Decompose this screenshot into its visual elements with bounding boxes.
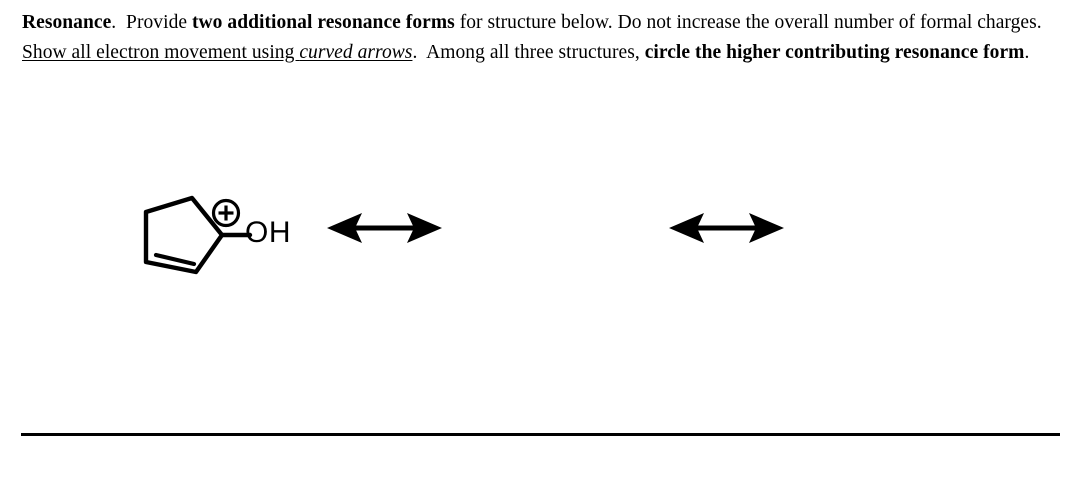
- ring-skeleton: [143, 195, 225, 275]
- prompt-text-3: . Among all three structures,: [412, 42, 645, 63]
- question-prompt: Resonance. Provide two additional resona…: [22, 8, 1058, 68]
- prompt-instruction-underlined: Show all electron movement using: [22, 42, 300, 63]
- arrowhead-left: [327, 213, 362, 243]
- resonance-arrow-1: [327, 213, 442, 243]
- positive-charge-icon: [211, 198, 241, 228]
- hydroxyl-label: OH: [245, 216, 291, 249]
- arrowhead-left: [669, 213, 704, 243]
- arrowhead-right: [407, 213, 442, 243]
- cyclopentene-ring: [143, 195, 225, 275]
- prompt-circle-instruction: circle the higher contributing resonance…: [644, 42, 1025, 63]
- resonance-arrow-2: [669, 213, 784, 243]
- double-bond-inner-line: [153, 252, 197, 267]
- structure-hydroxycyclopentenyl-cation: [143, 195, 253, 275]
- prompt-text-1: . Provide: [111, 12, 192, 33]
- prompt-text-2: for structure below. Do not increase the…: [454, 12, 1047, 33]
- arrow-heads: [327, 213, 442, 243]
- prompt-topic-label: Resonance: [22, 12, 112, 33]
- section-divider: [21, 433, 1060, 436]
- prompt-text-4: .: [1024, 42, 1030, 63]
- arrowhead-right: [749, 213, 784, 243]
- arrow-heads: [669, 213, 784, 243]
- prompt-curved-arrows-emphasis: curved arrows: [299, 42, 413, 63]
- resonance-scheme: OH: [0, 150, 1077, 330]
- prompt-task-emphasis: two additional resonance forms: [192, 12, 455, 33]
